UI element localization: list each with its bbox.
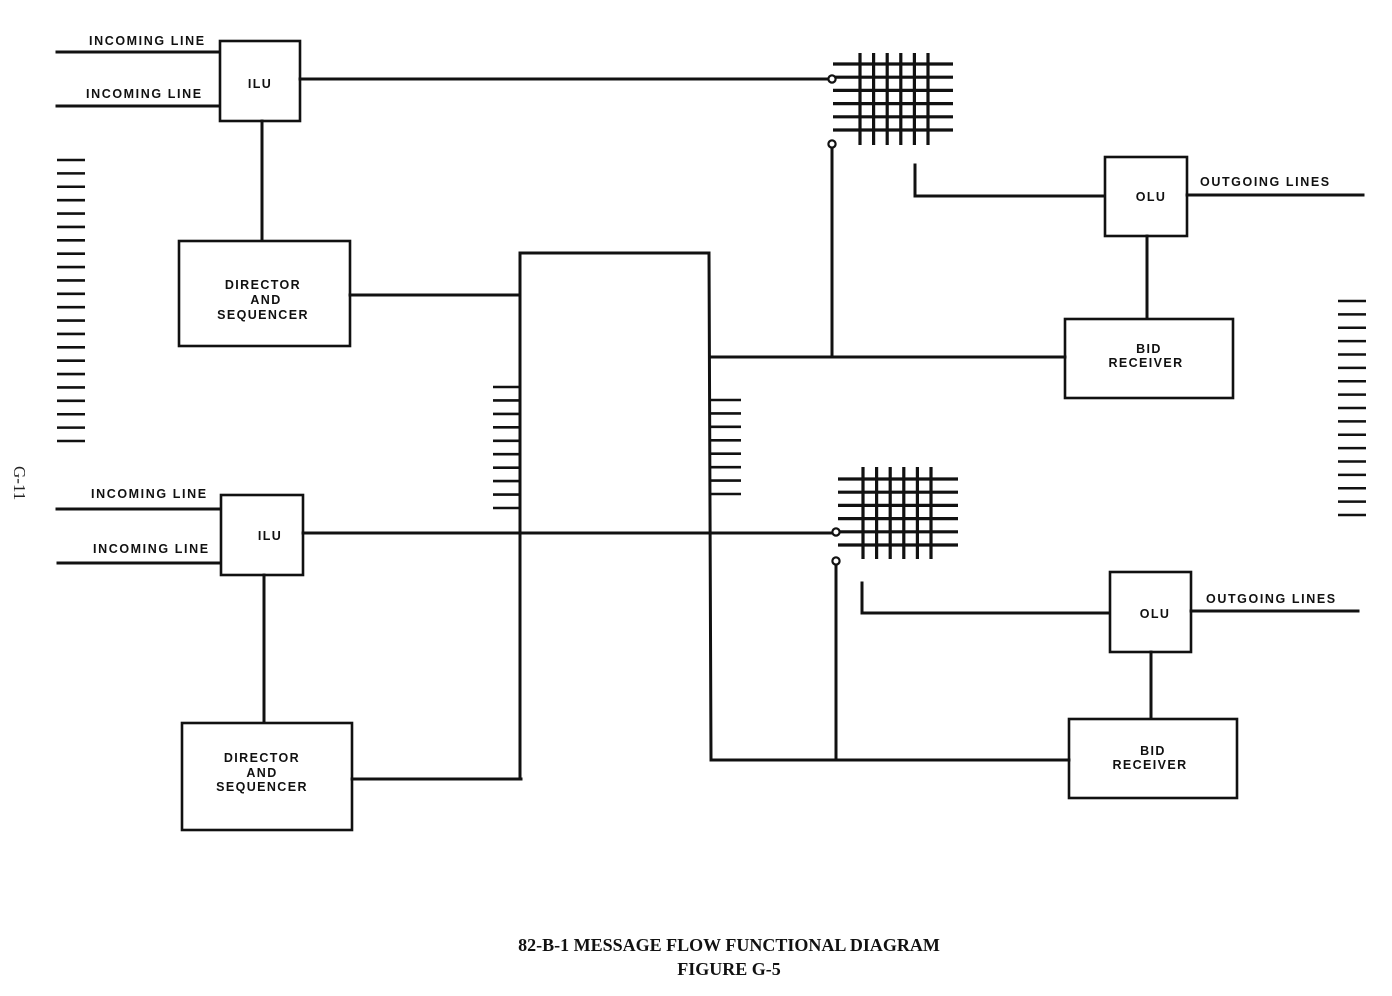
director-label-line2: AND — [246, 766, 277, 780]
incoming-line-label: INCOMING LINE — [91, 487, 208, 501]
incoming-line-label: INCOMING LINE — [86, 87, 203, 101]
top-crosspoint-matrix — [833, 53, 953, 145]
matrix-to-olu-wire — [860, 581, 1112, 615]
right-tick-column — [1338, 299, 1366, 517]
bid-label-line1: BID — [1140, 744, 1166, 758]
top-section: INCOMING LINE INCOMING LINE ILU DIRECTOR… — [55, 34, 1365, 400]
bid-label-line2: RECEIVER — [1108, 356, 1183, 370]
matrix-input-node — [831, 527, 841, 537]
olu-box — [1103, 155, 1189, 238]
director-label-line3: SEQUENCER — [217, 308, 309, 322]
central-right-stubs — [710, 398, 741, 496]
outgoing-lines-label: OUTGOING LINES — [1200, 175, 1331, 189]
olu-label: OLU — [1140, 607, 1171, 621]
central-left-stubs — [493, 385, 520, 510]
director-label-line2: AND — [250, 293, 281, 307]
central-unit — [493, 251, 741, 780]
ilu-box — [219, 493, 305, 577]
matrix-to-olu-wire — [913, 163, 1107, 198]
olu-label: OLU — [1136, 190, 1167, 204]
matrix-input-node — [827, 74, 837, 84]
ilu-box — [218, 39, 302, 123]
bottom-section: INCOMING LINE INCOMING LINE ILU DIRECTOR… — [55, 467, 1360, 832]
incoming-line-label: INCOMING LINE — [93, 542, 210, 556]
director-label-line1: DIRECTOR — [224, 751, 300, 765]
director-label-line3: SEQUENCER — [216, 780, 308, 794]
figure-number: FIGURE G-5 — [677, 959, 781, 979]
ilu-label: ILU — [258, 529, 282, 543]
ilu-label: ILU — [248, 77, 272, 91]
outgoing-lines-label: OUTGOING LINES — [1206, 592, 1337, 606]
director-sequencer-box — [177, 239, 352, 348]
bid-label-line2: RECEIVER — [1112, 758, 1187, 772]
bottom-crosspoint-matrix — [838, 467, 958, 559]
figure-title: 82-B-1 MESSAGE FLOW FUNCTIONAL DIAGRAM — [518, 935, 940, 955]
incoming-line-label: INCOMING LINE — [89, 34, 206, 48]
bid-label-line1: BID — [1136, 342, 1162, 356]
left-tick-column — [57, 158, 85, 443]
olu-box — [1108, 570, 1193, 654]
central-unit-frame — [518, 251, 713, 780]
director-label-line1: DIRECTOR — [225, 278, 301, 292]
page-number: G-11 — [10, 466, 29, 500]
director-sequencer-box — [180, 721, 354, 832]
